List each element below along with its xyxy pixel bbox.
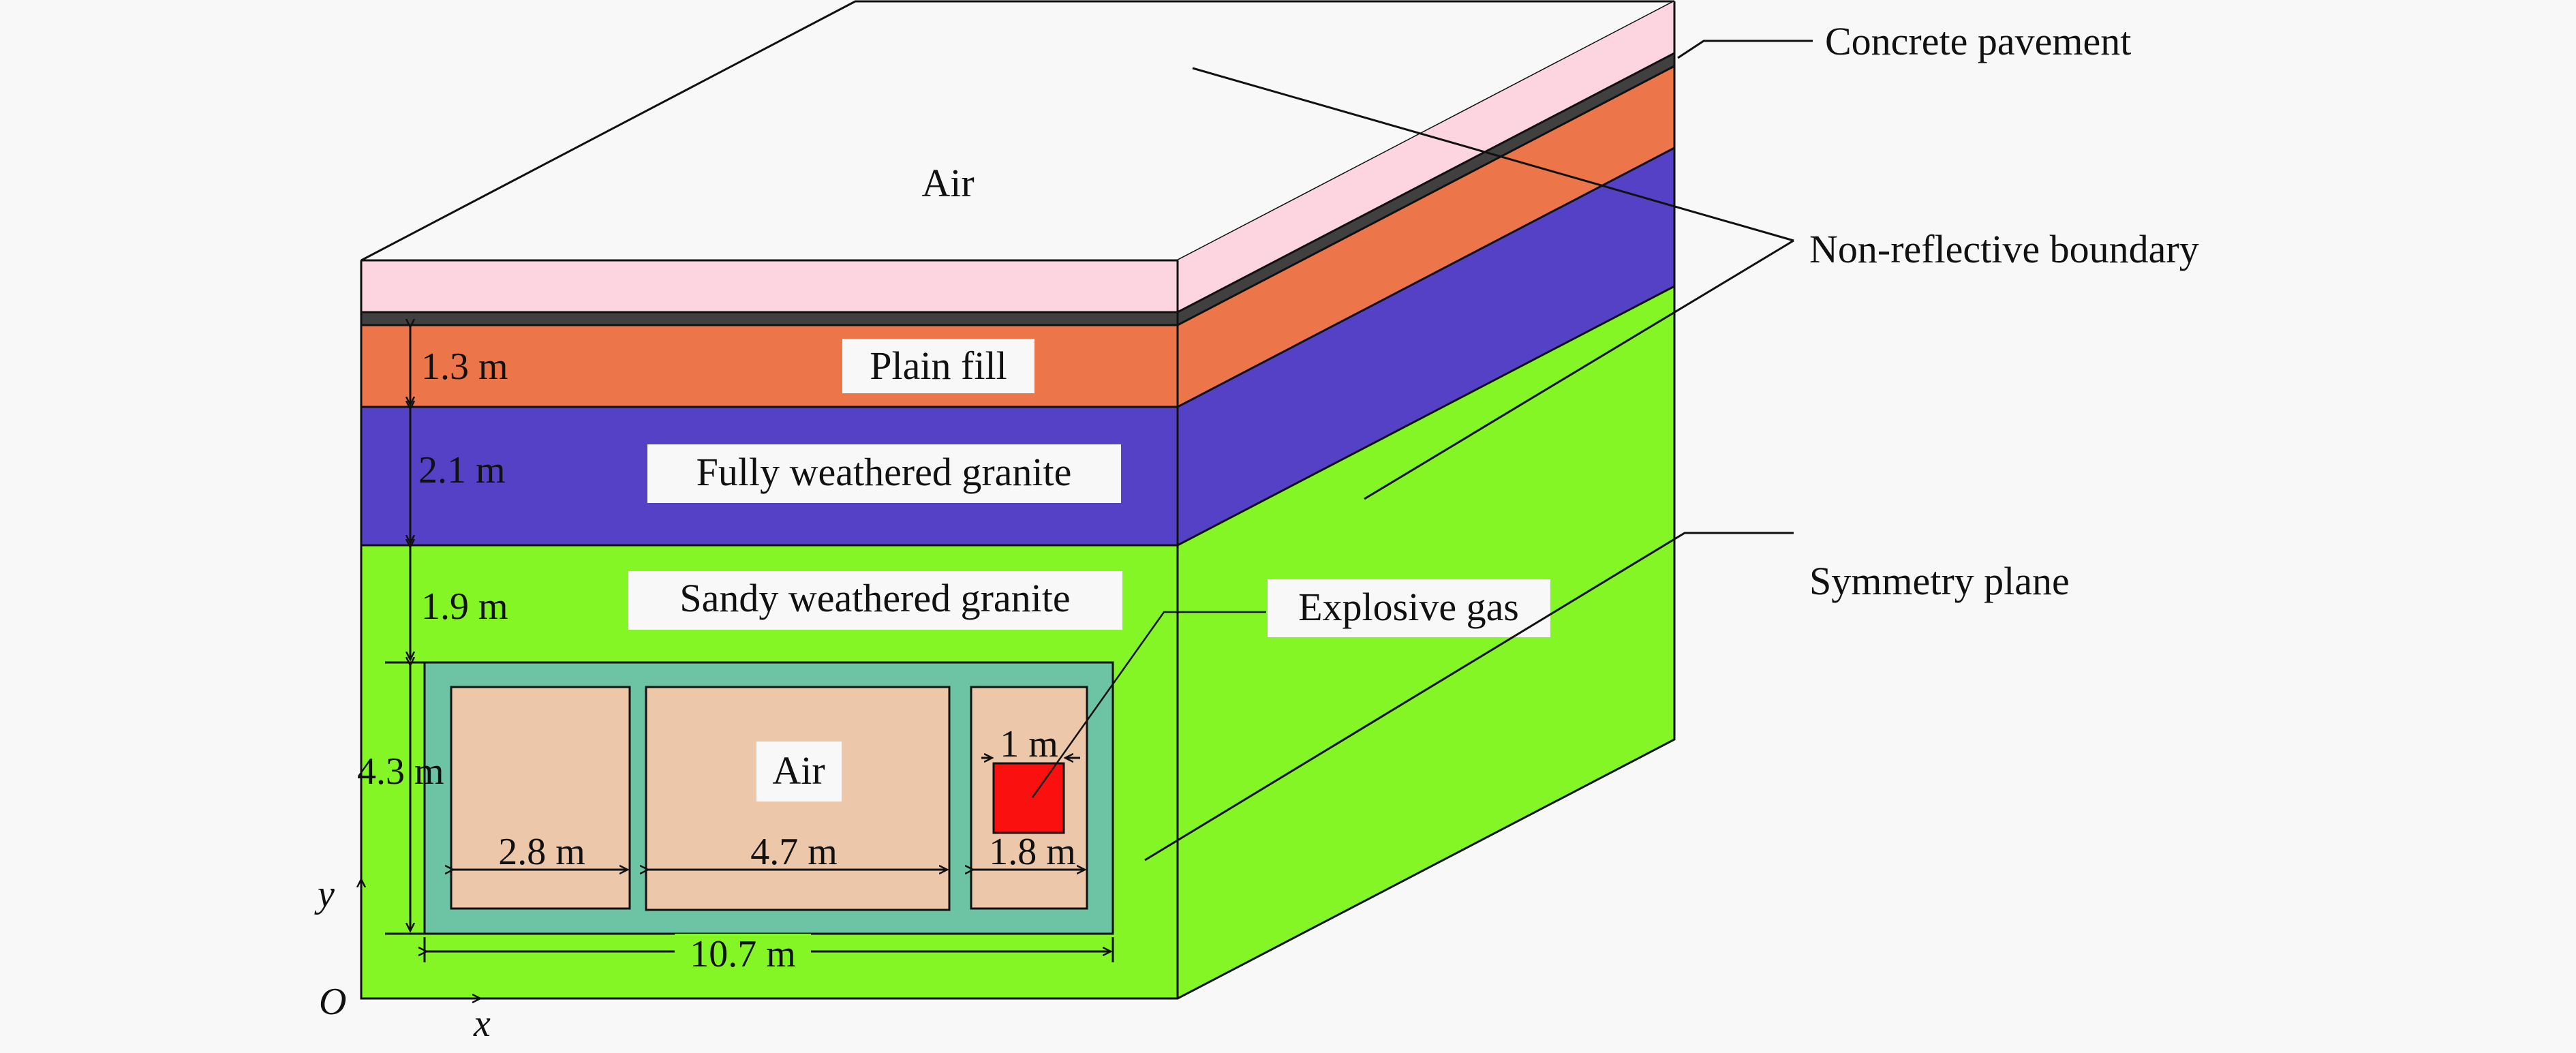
- leader-non-reflective-top: [1192, 67, 1794, 242]
- axis-y-label: y: [314, 873, 335, 915]
- label-fully-weathered: Fully weathered granite: [647, 444, 1121, 503]
- label-sandy-weathered: Sandy weathered granite: [628, 571, 1122, 630]
- leader-symmetry-plane: [1144, 532, 1794, 861]
- callout-concrete-pavement: Concrete pavement: [1825, 19, 2131, 63]
- label-fully-weathered-text: Fully weathered granite: [696, 450, 1072, 494]
- right-concrete-layer: [1178, 53, 1674, 325]
- callout-symmetry-plane: Symmetry plane: [1809, 559, 2070, 603]
- leader-non-reflective-side: [1364, 239, 1794, 500]
- dim-total-width-label: 10.7 m: [675, 933, 811, 975]
- coordinate-axes: [361, 879, 480, 998]
- leader-concrete-pavement: [1677, 40, 1813, 59]
- dim-total-width: 10.7 m: [690, 933, 796, 975]
- right-air-layer: [1178, 1, 1674, 312]
- front-concrete-layer: [361, 312, 1178, 325]
- label-sandy-weathered-text: Sandy weathered granite: [679, 576, 1070, 620]
- front-plain-fill-layer: [361, 325, 1178, 407]
- front-air-layer: [361, 260, 1178, 312]
- layer-boundaries: [360, 1, 1676, 1000]
- dim-sandy-to-tunnel: 1.9 m: [421, 585, 508, 628]
- label-air-top: Air: [905, 153, 992, 213]
- leader-explosive-gas: [1031, 611, 1266, 798]
- label-tunnel-air: Air: [756, 742, 842, 802]
- dim-cell-left: 2.8 m: [498, 831, 585, 873]
- dim-fully-weathered: 2.1 m: [418, 449, 506, 491]
- right-fully-weathered-layer: [1178, 148, 1674, 545]
- label-explosive-gas-text: Explosive gas: [1298, 585, 1519, 629]
- dim-explosive: 1 m: [1000, 723, 1058, 765]
- explosive-gas-block: [992, 762, 1065, 834]
- tunnel-cell-left: [450, 686, 631, 910]
- label-air-top-text: Air: [921, 161, 974, 205]
- label-plain-fill-text: Plain fill: [870, 344, 1007, 388]
- axis-origin-label: O: [319, 981, 346, 1023]
- callout-non-reflective-boundary: Non-reflective boundary: [1809, 227, 2199, 271]
- label-plain-fill: Plain fill: [842, 339, 1034, 393]
- right-sandy-weathered-layer: [1178, 286, 1674, 998]
- dim-cell-right: 1.8 m: [989, 831, 1076, 873]
- label-tunnel-air-text: Air: [772, 748, 825, 793]
- right-plain-fill-layer: [1178, 66, 1674, 407]
- dim-plain-fill: 1.3 m: [421, 346, 508, 388]
- axis-x-label: x: [473, 1003, 491, 1045]
- label-explosive-gas: Explosive gas: [1268, 579, 1550, 637]
- vertical-dimension-lines: [385, 327, 436, 935]
- dim-tunnel-height: 4.3 m: [357, 750, 444, 793]
- dim-cell-middle: 4.7 m: [750, 831, 838, 873]
